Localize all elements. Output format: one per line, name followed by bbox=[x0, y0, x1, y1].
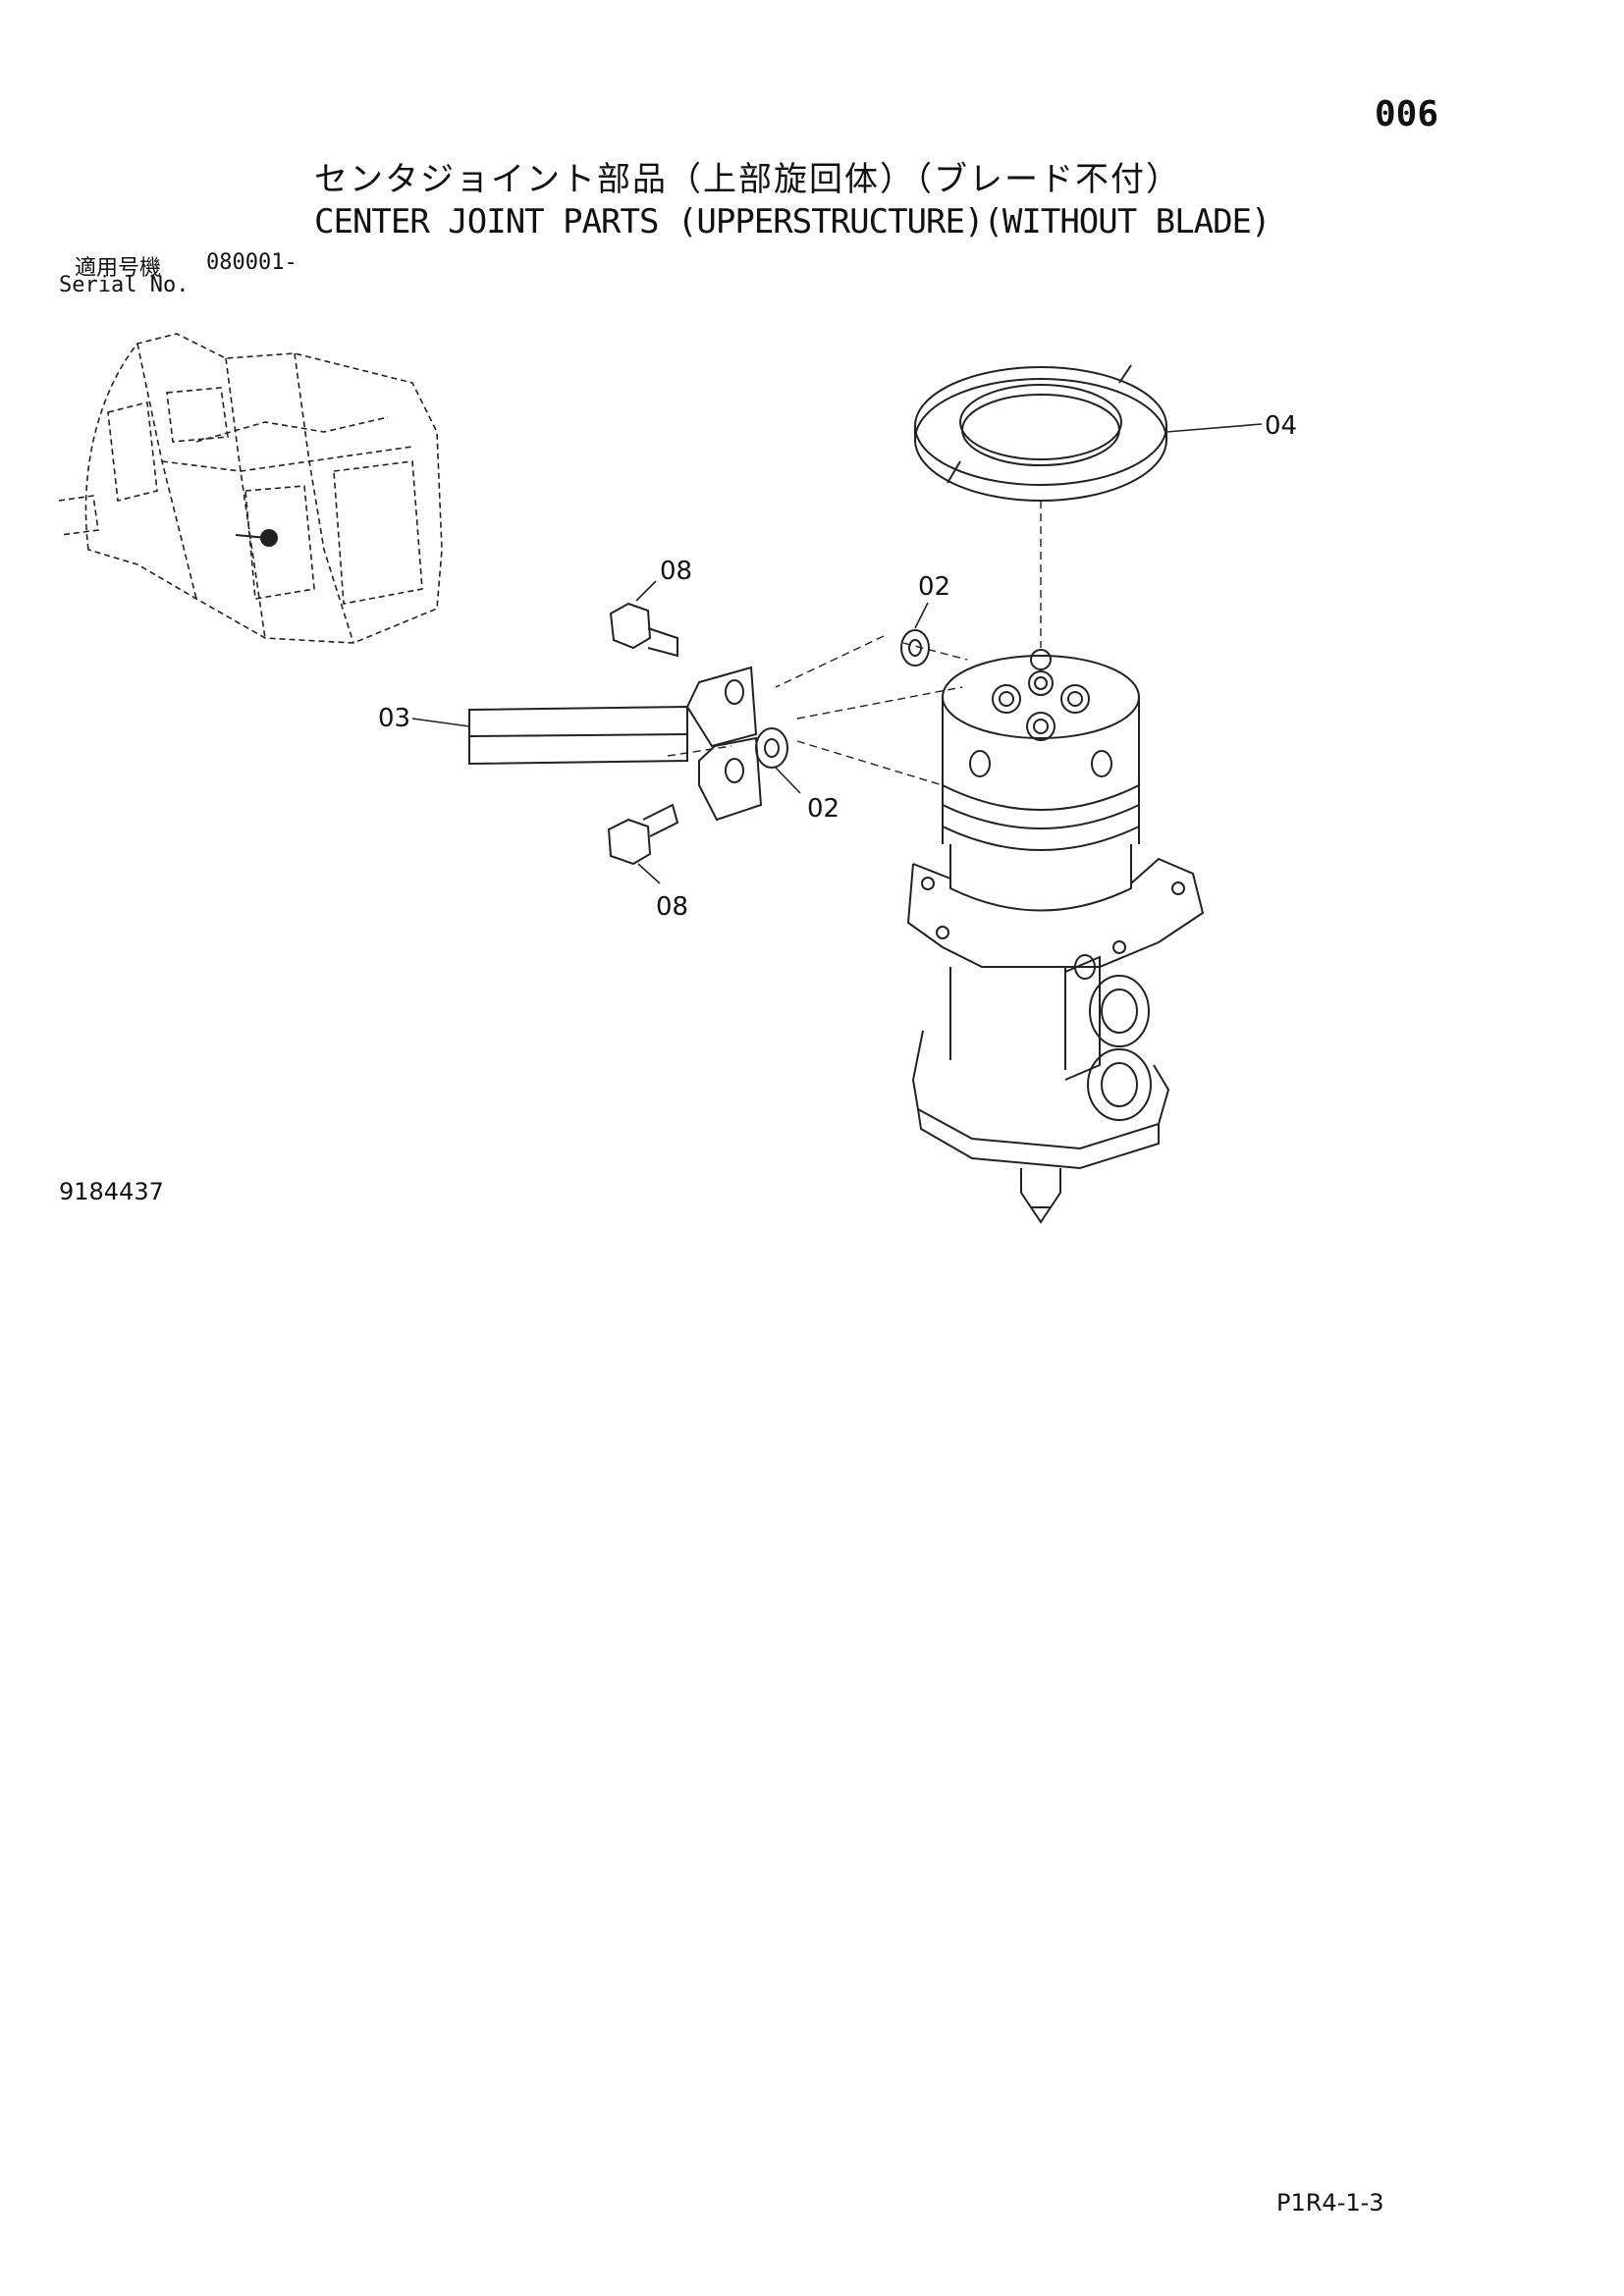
serial-value: 080001- bbox=[206, 250, 298, 275]
bolt-part-08-bottom bbox=[607, 803, 679, 866]
callout-03: 03 bbox=[378, 704, 410, 733]
leader-line-04 bbox=[1165, 423, 1263, 433]
leader-line-08-bottom bbox=[637, 863, 661, 884]
callout-08-top: 08 bbox=[660, 557, 692, 586]
bracket bbox=[685, 666, 763, 822]
locator-marker-icon bbox=[235, 529, 278, 547]
washer-part-02-bottom bbox=[755, 727, 788, 769]
leader-line-08-top bbox=[635, 580, 657, 602]
center-joint-body bbox=[906, 649, 1205, 1224]
leader-line-02-top bbox=[914, 602, 929, 629]
callout-08-bottom: 08 bbox=[656, 892, 688, 922]
bolt-part-08-top bbox=[609, 602, 678, 658]
assembly-lines bbox=[667, 635, 968, 786]
pipe-part-03 bbox=[468, 705, 688, 766]
ring-part-04 bbox=[914, 364, 1167, 502]
washer-part-02-top bbox=[900, 629, 930, 667]
callout-04: 04 bbox=[1265, 411, 1297, 441]
machine-locator-illustration bbox=[58, 333, 443, 644]
page-number: 006 bbox=[1375, 94, 1439, 134]
leader-line-03 bbox=[411, 718, 470, 727]
serial-label-english: Serial No. bbox=[59, 273, 189, 297]
title-english: CENTER JOINT PARTS (UPPERSTRUCTURE)(WITH… bbox=[314, 202, 1271, 241]
callout-02-top: 02 bbox=[918, 572, 950, 602]
serial-label-japanese: 適用号機 bbox=[75, 256, 162, 281]
title-japanese: センタジョイント部品（上部旋回体）（ブレード不付） bbox=[314, 160, 1181, 199]
drawing-number: 9184437 bbox=[59, 1178, 164, 1205]
callout-02-bottom: 02 bbox=[807, 794, 839, 824]
page-code: P1R4-1-3 bbox=[1276, 2189, 1384, 2216]
leader-line-02-bottom bbox=[775, 767, 801, 794]
